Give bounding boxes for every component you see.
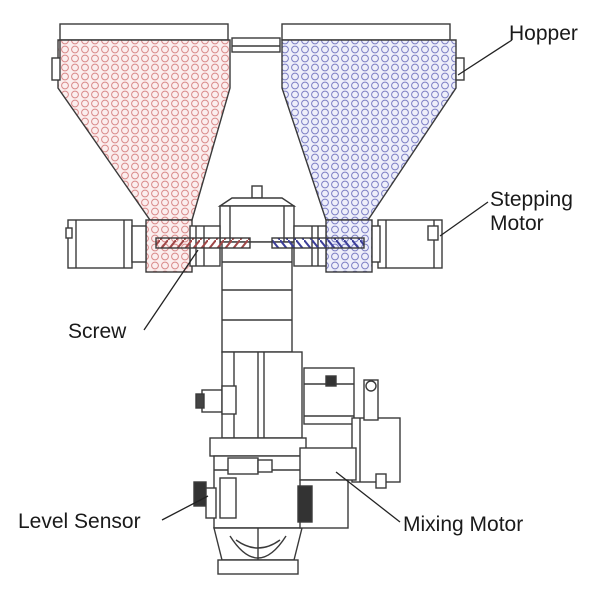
screw-label: Screw xyxy=(68,320,127,343)
stepping-motor-label-line2: Motor xyxy=(490,212,544,236)
mixing-motor-label: Mixing Motor xyxy=(403,513,524,536)
level-sensor-label: Level Sensor xyxy=(18,510,141,533)
mixing-motor xyxy=(297,367,401,529)
hopper-bridge xyxy=(231,37,281,53)
left-hopper xyxy=(51,23,231,221)
leader-lines xyxy=(143,39,513,523)
screw-assembly xyxy=(145,219,373,273)
right-stepping-motor xyxy=(371,219,443,269)
stepping-motor-label: Stepping Motor xyxy=(490,188,573,236)
side-valve xyxy=(195,385,237,415)
stepping-motor-label-line1: Stepping xyxy=(490,188,573,211)
center-column xyxy=(217,185,303,439)
hopper-label: Hopper xyxy=(509,22,578,45)
left-stepping-motor xyxy=(65,219,147,269)
mixing-chamber xyxy=(193,437,307,575)
right-hopper xyxy=(281,23,465,221)
